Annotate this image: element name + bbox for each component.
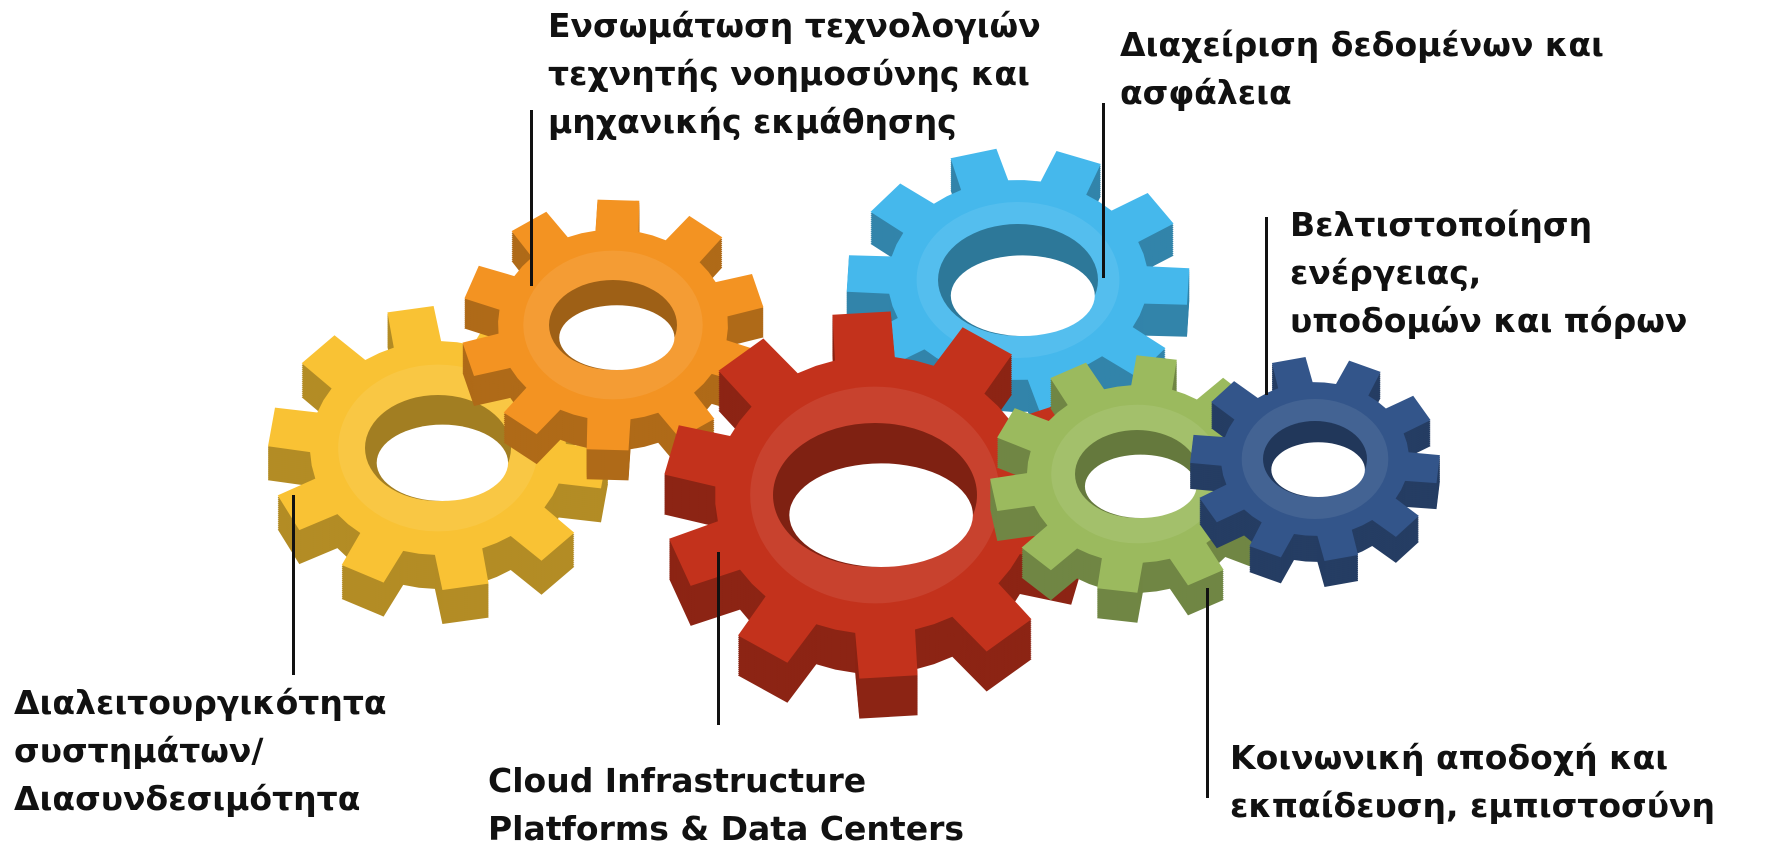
- leader-line-green: [1206, 588, 1209, 798]
- orange-gear: [462, 199, 764, 481]
- label-ai-ml-integration: Ενσωμάτωση τεχνολογιών τεχνητής νοημοσύν…: [548, 6, 1041, 141]
- navy-gear: [1190, 357, 1440, 587]
- label-energy-optimization: Βελτιστοποίηση ενέργειας, υποδομών και π…: [1290, 205, 1688, 340]
- leader-line-red: [717, 552, 720, 725]
- gear-hole: [950, 255, 1095, 336]
- leader-line-blue: [1102, 103, 1105, 278]
- gear-hole: [376, 424, 509, 501]
- label-cloud-infrastructure: Cloud Infrastructure Platforms & Data Ce…: [488, 761, 964, 848]
- leader-line-yellow: [292, 495, 295, 675]
- label-social-acceptance: Κοινωνική αποδοχή και εκπαίδευση, εμπιστ…: [1230, 738, 1715, 825]
- label-data-management-security: Διαχείριση δεδομένων και ασφάλεια: [1120, 25, 1604, 112]
- gear-hole: [1084, 454, 1197, 518]
- gear-hole: [559, 305, 675, 370]
- gear-hole: [789, 463, 973, 567]
- label-interoperability: Διαλειτουργικότητα συστημάτων/ Διασυνδεσ…: [14, 683, 387, 818]
- gear-hole: [1271, 442, 1365, 498]
- leader-line-orange: [530, 110, 533, 286]
- red-gear: [664, 311, 1086, 719]
- leader-line-navy: [1265, 217, 1268, 395]
